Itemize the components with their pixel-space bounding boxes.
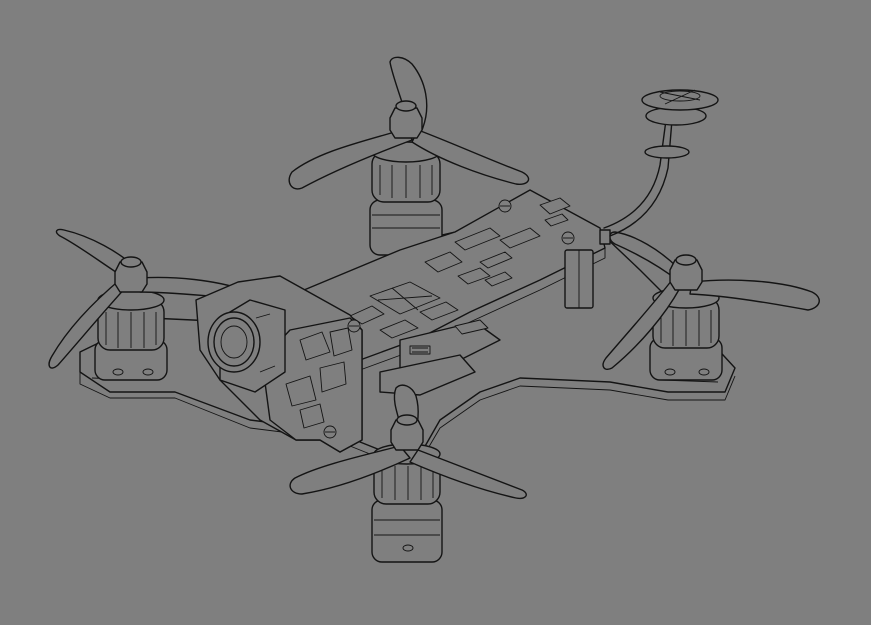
motor-left — [94, 289, 168, 381]
propeller-right — [602, 231, 820, 370]
prop-nut-left — [114, 256, 148, 293]
prop-nut-rear — [389, 100, 423, 139]
motor-rear — [369, 141, 443, 256]
propeller-rear — [288, 56, 530, 190]
prop-nut-front — [390, 414, 424, 451]
top-plate — [279, 189, 606, 371]
fpv-camera — [207, 299, 286, 393]
rear-standoff — [564, 229, 611, 309]
antenna — [603, 89, 719, 237]
prop-nut-right — [669, 254, 703, 291]
